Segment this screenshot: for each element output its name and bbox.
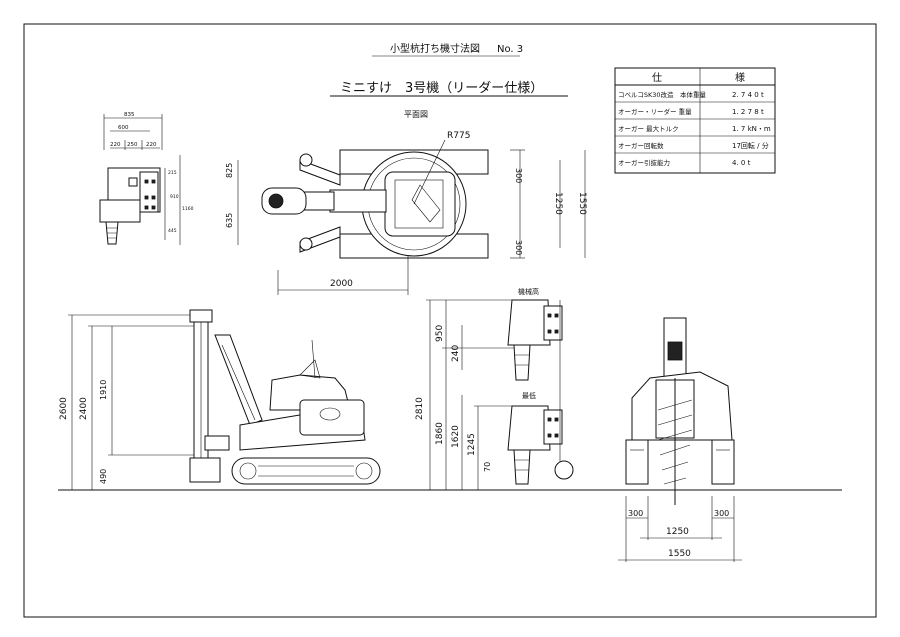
svg-text:300: 300 bbox=[714, 509, 729, 518]
svg-text:825: 825 bbox=[225, 163, 234, 178]
sheet-title: 小型杭打ち機寸法図 bbox=[390, 42, 480, 55]
spec-value-4: 17回転 / 分 bbox=[732, 141, 769, 150]
sheet-number: No. 3 bbox=[497, 44, 523, 55]
svg-text:300: 300 bbox=[628, 509, 643, 518]
svg-text:1160: 1160 bbox=[182, 206, 194, 212]
svg-text:635: 635 bbox=[225, 213, 234, 228]
svg-text:300: 300 bbox=[514, 240, 523, 255]
label-lowest: 最低 bbox=[522, 391, 536, 400]
svg-text:445: 445 bbox=[168, 228, 177, 234]
label-machine-height: 機械高 bbox=[518, 287, 539, 296]
spec-label-4: オーガー回転数 bbox=[618, 141, 664, 150]
spec-label-5: オーガー引抜能力 bbox=[618, 158, 670, 167]
svg-text:215: 215 bbox=[168, 170, 177, 176]
spec-header-right: 様 bbox=[735, 71, 745, 84]
auger-height-view: 機械高 最低 2810 950 1860 240 1620 1245 70 bbox=[415, 287, 574, 490]
svg-text:2600: 2600 bbox=[59, 397, 69, 420]
svg-text:600: 600 bbox=[118, 125, 129, 131]
spec-value-1: 2. 7 4 0 t bbox=[732, 91, 764, 99]
plan-view: R775 825 635 300 300 1250 1550 2000 bbox=[225, 131, 587, 295]
rear-view: 300 300 1250 1550 bbox=[618, 317, 742, 562]
svg-text:300: 300 bbox=[514, 168, 523, 183]
svg-text:2810: 2810 bbox=[415, 397, 425, 420]
svg-text:1250: 1250 bbox=[553, 192, 563, 215]
spec-table: 仕 様 コベルコSK30改造 本体重量 2. 7 4 0 t オーガー・リーダー… bbox=[614, 67, 776, 174]
spec-label-3: オーガー 最大トルク bbox=[618, 124, 679, 133]
spec-value-3: 1. 7 kN・m bbox=[732, 125, 771, 133]
svg-text:250: 250 bbox=[127, 142, 138, 148]
svg-text:240: 240 bbox=[451, 345, 461, 362]
spec-value-2: 1. 2 7 8 t bbox=[732, 108, 764, 116]
sheet-border bbox=[23, 23, 877, 618]
svg-text:835: 835 bbox=[124, 112, 135, 118]
spec-label-2: オーガー・リーダー 重量 bbox=[618, 107, 692, 116]
svg-text:490: 490 bbox=[99, 469, 108, 484]
svg-text:910: 910 bbox=[170, 194, 179, 200]
svg-text:1620: 1620 bbox=[451, 425, 461, 448]
auger-head-detail: 835 600 220 250 220 215 910 1160 445 bbox=[99, 112, 194, 245]
svg-text:2400: 2400 bbox=[79, 397, 89, 420]
svg-text:950: 950 bbox=[435, 325, 445, 342]
dim-r775: R775 bbox=[447, 131, 470, 141]
svg-text:220: 220 bbox=[110, 142, 121, 148]
spec-header-left: 仕 bbox=[652, 71, 662, 84]
side-view: 2600 2400 1910 490 bbox=[59, 309, 381, 490]
plan-view-label: 平面図 bbox=[404, 110, 428, 119]
machine-title: ミニすけ 3号機（リーダー仕様） bbox=[340, 81, 543, 96]
svg-text:1245: 1245 bbox=[467, 433, 477, 456]
svg-text:1550: 1550 bbox=[668, 549, 691, 559]
spec-label-1: コベルコSK30改造 本体重量 bbox=[618, 90, 707, 99]
svg-text:1250: 1250 bbox=[666, 527, 689, 537]
svg-text:1550: 1550 bbox=[577, 192, 587, 215]
svg-text:2000: 2000 bbox=[330, 279, 353, 289]
svg-text:70: 70 bbox=[483, 462, 492, 472]
svg-text:220: 220 bbox=[146, 142, 157, 148]
spec-value-5: 4. 0 t bbox=[732, 159, 751, 167]
svg-text:1860: 1860 bbox=[435, 422, 445, 445]
svg-text:1910: 1910 bbox=[99, 380, 108, 400]
